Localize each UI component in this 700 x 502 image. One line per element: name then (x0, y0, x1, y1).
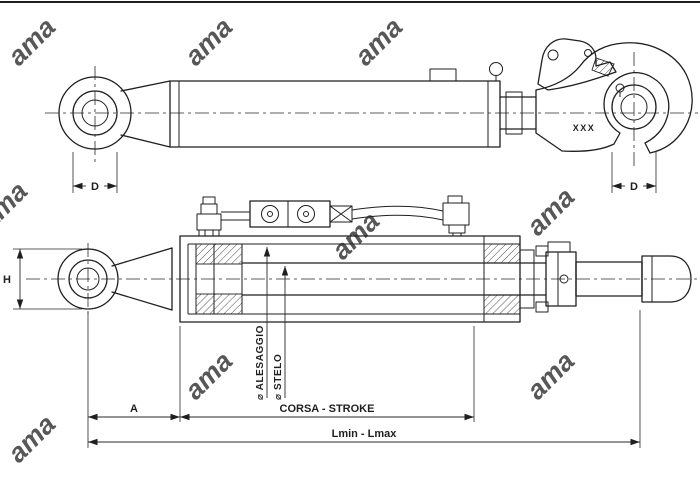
gland-hatch-bottom (483, 294, 521, 315)
label-rod: ⌀ STELO (273, 354, 284, 400)
watermark-ama: ama (0, 176, 33, 235)
latch-pawl-hatch (591, 57, 615, 77)
dimension-h: H (3, 248, 82, 310)
elbow-fitting-right (442, 202, 470, 226)
pivot-pin-end (559, 274, 569, 284)
latch-lever (537, 38, 617, 91)
dimension-d-right: D (611, 152, 657, 193)
gland-nut (519, 249, 535, 309)
cylinder-tube (169, 62, 503, 148)
dim-label-length: Lmin - Lmax (332, 428, 398, 440)
watermark-ama: ama (2, 12, 61, 71)
hook-marking-label: XXX (573, 123, 596, 133)
valve-port-right (297, 205, 315, 223)
cylinder-section (179, 235, 547, 323)
ring-fitting (489, 62, 503, 76)
valve-port-left (261, 205, 279, 223)
hook-eye-bore (620, 93, 648, 121)
port-boss (429, 68, 457, 82)
hose (351, 205, 444, 221)
side-view: XXX D D (45, 38, 698, 193)
label-bore: ⌀ ALESAGGIO (255, 325, 266, 400)
watermark-ama: ama (2, 409, 61, 468)
dim-label-a: A (130, 403, 138, 415)
dim-label-stroke: CORSA - STROKE (280, 403, 375, 415)
locknut (505, 91, 523, 135)
gland-hatch-top (483, 243, 521, 264)
hook-section (535, 241, 692, 313)
section-view: H ⌀ ALESAGGIO ⌀ STELO A CORSA - STROKE L… (3, 195, 698, 448)
latch-pivot (547, 49, 559, 61)
watermark-ama: ama (521, 346, 580, 405)
hook-eye-outer (611, 84, 657, 130)
hydraulic-lines (196, 195, 470, 237)
piston-seal-hatch-bottom (195, 293, 243, 315)
hex-fitting (329, 205, 353, 223)
watermark-ama: ama (521, 182, 580, 241)
bore-rod-leaders: ⌀ ALESAGGIO ⌀ STELO (255, 247, 289, 400)
hook-nose (641, 255, 692, 303)
ball-eye-section (57, 247, 173, 311)
port-boss-base (198, 229, 220, 237)
piston-rod (499, 91, 537, 135)
dim-label-d-right: D (630, 181, 638, 193)
watermark-ama: ama (179, 12, 238, 71)
dim-label-h: H (3, 274, 11, 286)
piston-seal-hatch-top (195, 243, 243, 265)
latch-pin (584, 49, 592, 57)
dimension-d-left: D (72, 152, 118, 193)
elbow-fitting-left (196, 213, 222, 231)
latch-tab (547, 241, 571, 253)
dim-label-d-left: D (91, 181, 99, 193)
watermark-ama: ama (349, 12, 408, 71)
watermark-ama: ama (179, 346, 238, 405)
bottom-dimensions: A CORSA - STROKE Lmin - Lmax (87, 310, 641, 448)
ball-eye-left (58, 76, 171, 150)
hook-coupler: XXX (535, 38, 693, 154)
